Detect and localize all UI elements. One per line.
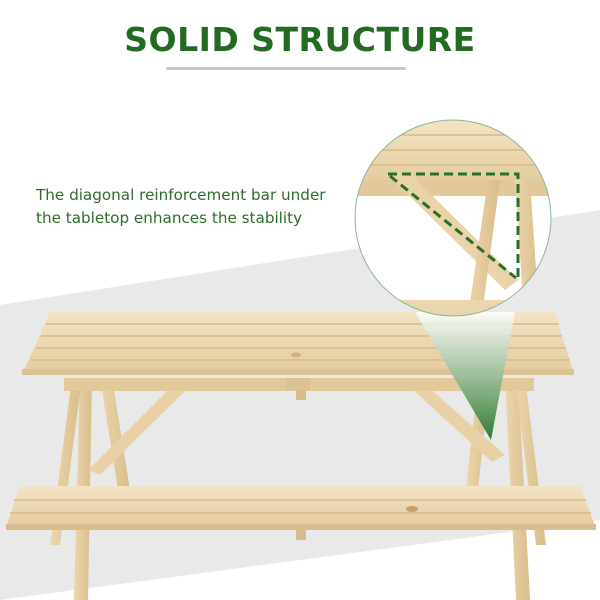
- bench-seat: [6, 486, 596, 540]
- magnifier-circle-icon: [354, 119, 552, 317]
- title-underline-divider: [166, 67, 406, 70]
- caption-line-2: the tabletop enhances the stability: [36, 209, 303, 227]
- feature-caption: The diagonal reinforcement bar under the…: [36, 184, 326, 230]
- callout-pointer: [415, 312, 515, 440]
- page-title: SOLID STRUCTURE: [124, 20, 476, 59]
- caption-line-1: The diagonal reinforcement bar under: [36, 186, 326, 204]
